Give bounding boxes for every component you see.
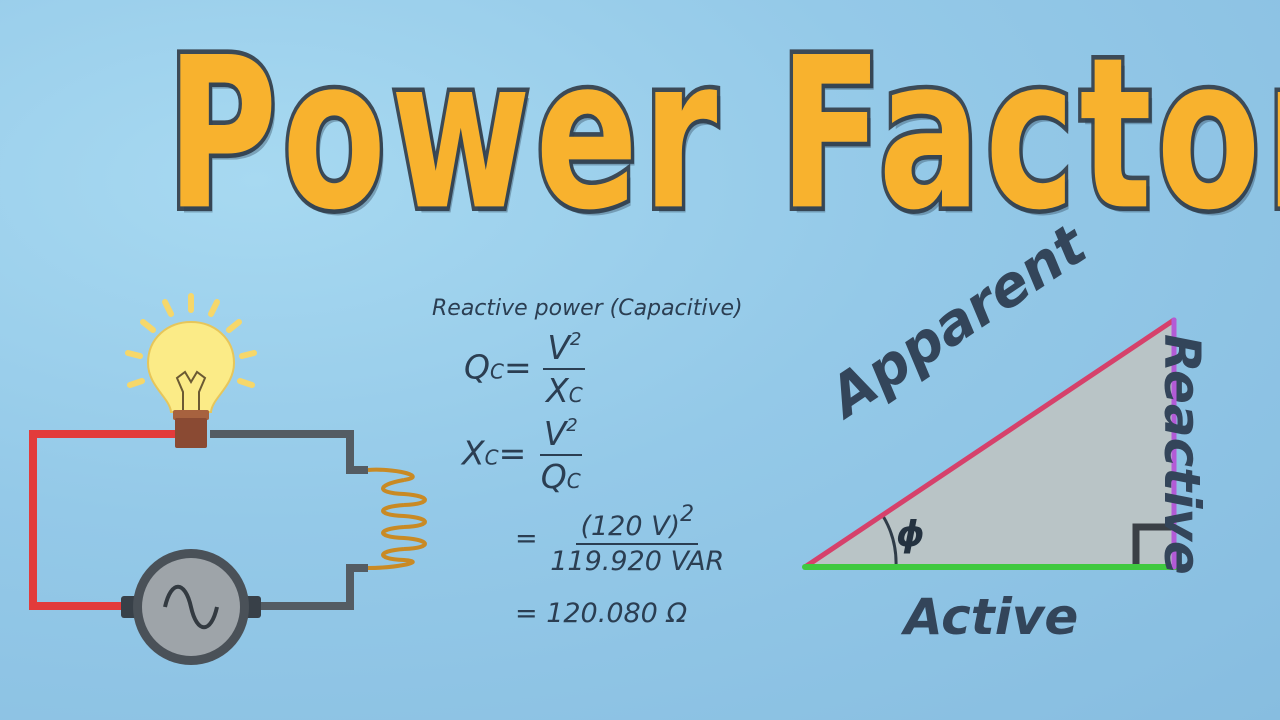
angle-arc <box>881 515 898 568</box>
formula-xc-den-sub: C <box>566 469 581 493</box>
sine-wave-icon <box>163 585 219 630</box>
formula-xc: XC= V2 QC <box>462 414 585 496</box>
formula-xc-num-sup: 2 <box>566 415 578 436</box>
inductor-coil-icon <box>367 467 427 570</box>
live-wire <box>29 430 178 610</box>
ac-source-icon <box>121 549 261 665</box>
formula-xc-fraction: V2 QC <box>537 414 585 496</box>
formula-qc-lhs-sub: C <box>489 359 504 384</box>
wires <box>29 430 368 610</box>
page-title: Power Factor <box>163 13 1280 257</box>
formula-substitution-fraction: (120 V)2 119.920 VAR <box>546 502 728 577</box>
formula-substitution-num: (120 V) <box>580 511 681 542</box>
formula-qc-den-sub: C <box>568 383 583 407</box>
angle-label: ϕ <box>896 514 925 555</box>
active-label: Active <box>904 588 1079 646</box>
light-rays <box>125 293 257 388</box>
formula-qc-eq: = <box>503 347 532 387</box>
formula-qc-fraction: V2 XC <box>542 328 587 410</box>
formula-qc-lhs: Q <box>464 347 490 387</box>
formula-substitution-eq: = <box>515 523 538 554</box>
formula-result: = 120.080 Ω <box>515 598 688 629</box>
bulb-glass <box>146 320 236 413</box>
formula-substitution-num-sup: 2 <box>680 502 695 527</box>
formula-qc-num: V <box>547 328 570 367</box>
bulb-socket <box>175 418 207 448</box>
reactive-label: Reactive <box>1153 334 1211 575</box>
formula-xc-num: V <box>543 414 567 453</box>
formula-substitution: = (120 V)2 119.920 VAR <box>515 502 728 577</box>
formula-qc: QC= V2 XC <box>464 328 587 410</box>
formula-qc-den: X <box>546 371 569 410</box>
bulb-neck <box>173 410 209 420</box>
formula-substitution-den: 119.920 VAR <box>550 546 725 577</box>
light-bulb-icon <box>125 293 257 448</box>
formula-caption: Reactive power (Capacitive) <box>432 296 743 321</box>
return-wire <box>210 430 368 474</box>
return-wire <box>255 564 368 610</box>
formula-xc-lhs-sub: C <box>484 445 499 470</box>
formula-xc-eq: = <box>498 433 527 473</box>
bulb-filament <box>175 370 207 410</box>
formula-qc-num-sup: 2 <box>569 329 582 350</box>
formula-xc-den: Q <box>540 457 567 496</box>
formula-xc-lhs: X <box>462 433 485 473</box>
